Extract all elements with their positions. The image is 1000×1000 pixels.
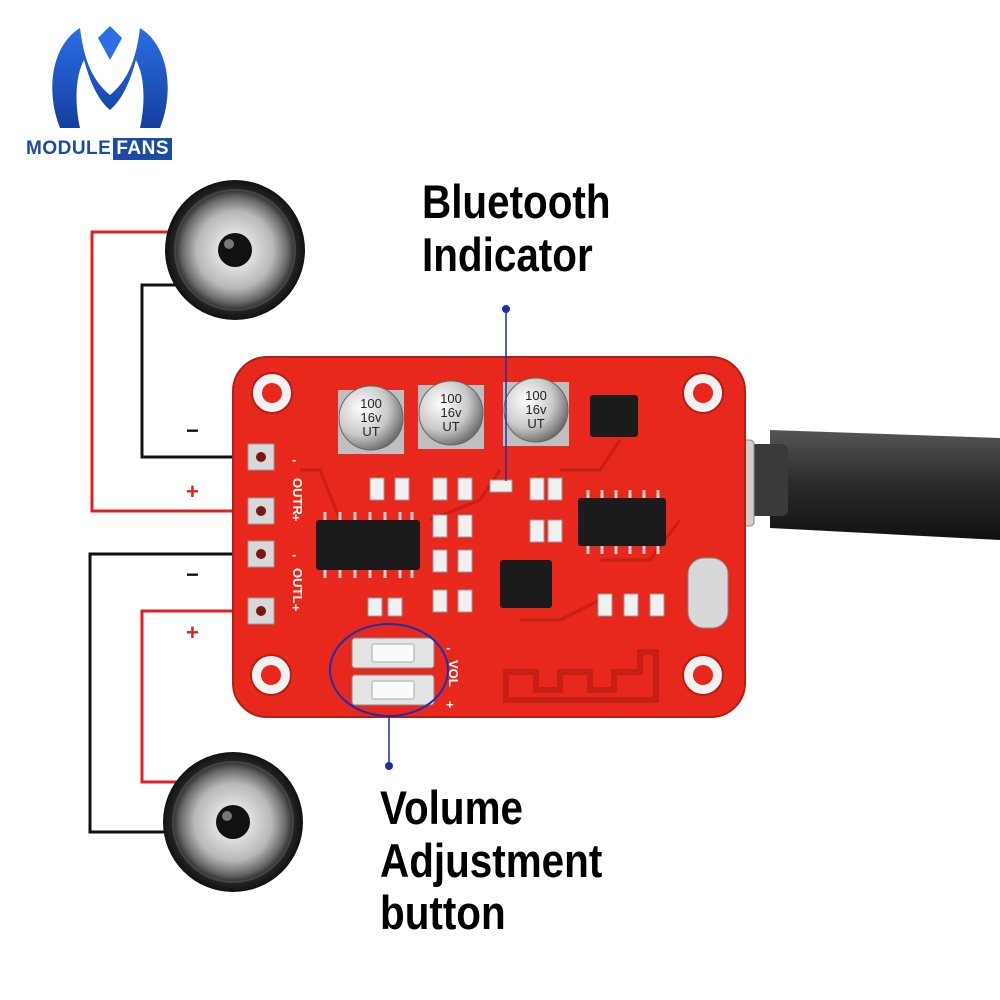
volume-button-label: Volume Adjustment button <box>380 781 603 940</box>
volume-callout-pointer <box>329 623 449 770</box>
pin-label-outr: OUTR <box>290 478 305 515</box>
speaker-left-icon <box>163 752 303 892</box>
volume-label-line2: Adjustment <box>380 833 603 887</box>
cap3-line1: 100 <box>525 388 547 403</box>
pin-sign-outl-plus: + <box>292 600 300 615</box>
right-speaker-plus: + <box>186 479 199 504</box>
bluetooth-callout-pointer <box>502 305 510 481</box>
vol-sign-minus: - <box>446 640 450 655</box>
left-speaker-minus: − <box>186 562 199 587</box>
cap3-line2: 16v <box>526 402 547 417</box>
speaker-right-icon <box>165 180 305 320</box>
pin-sign-outl-minus: - <box>292 547 296 562</box>
volume-label-line1: Volume <box>380 781 524 834</box>
ic-chips <box>316 395 666 608</box>
speaker-wires <box>88 230 258 834</box>
bluetooth-label-line2: Indicator <box>422 227 593 281</box>
brand-name-part2: FANS <box>113 138 173 160</box>
capacitor-icon <box>338 377 569 454</box>
pin-label-vol: VOL <box>446 660 461 687</box>
cap2-line2: 16v <box>441 405 462 420</box>
bluetooth-indicator-label: Bluetooth Indicator <box>422 175 611 281</box>
brand-name: MODULE FANS <box>26 138 173 160</box>
vol-sign-plus: + <box>446 697 454 712</box>
module-fans-logo-icon <box>52 26 168 128</box>
volume-label-line3: button <box>380 886 506 940</box>
pin-sign-outr-minus: - <box>292 452 296 467</box>
left-speaker-plus: + <box>186 620 199 645</box>
bluetooth-label-line1: Bluetooth <box>422 175 611 228</box>
pin-label-outl: OUTL <box>290 568 305 603</box>
cap1-line3: UT <box>362 424 379 439</box>
amplifier-board: 100 16v UT 100 16v UT 100 16v UT <box>232 356 746 718</box>
cap1-line2: 16v <box>361 410 382 425</box>
cap2-line1: 100 <box>440 391 462 406</box>
volume-buttons <box>351 637 435 706</box>
brand-name-part1: MODULE <box>26 138 112 159</box>
cap2-line3: UT <box>442 419 459 434</box>
antenna-trace <box>503 649 659 703</box>
crystal-icon <box>687 557 729 629</box>
pin-sign-outr-plus: + <box>292 510 300 525</box>
right-speaker-minus: − <box>186 418 199 443</box>
cap3-line3: UT <box>527 416 544 431</box>
smd-components <box>367 477 665 617</box>
cap1-line1: 100 <box>360 396 382 411</box>
